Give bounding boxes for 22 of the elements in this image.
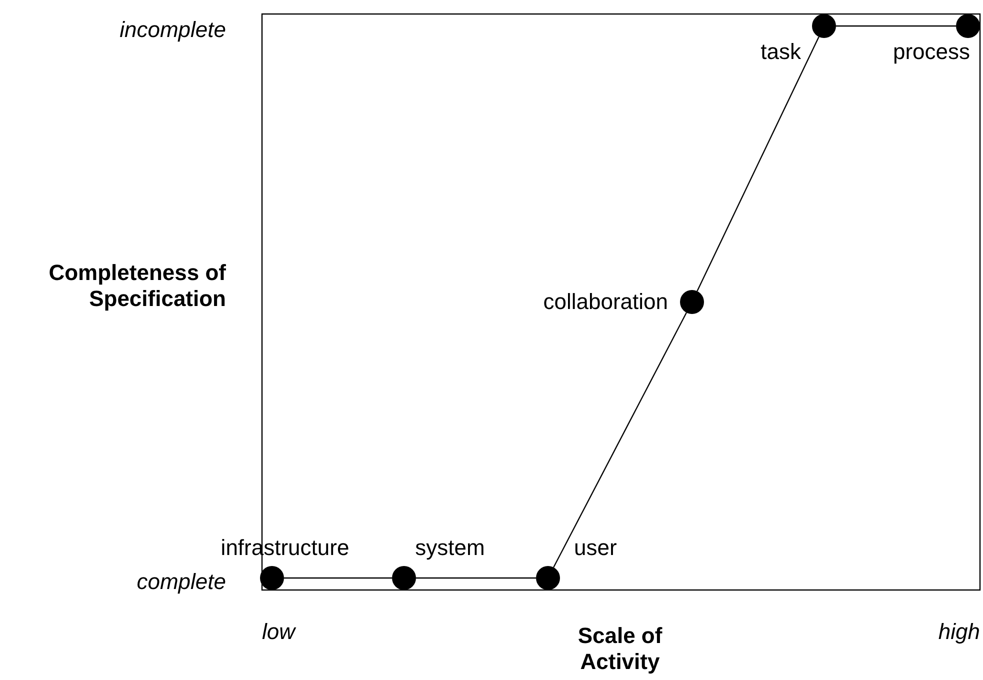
connector-line <box>836 25 956 27</box>
axis-end-label: incomplete <box>120 17 226 43</box>
axis-end-label: low <box>262 619 296 645</box>
point-label: system <box>415 535 485 561</box>
point-label: collaboration <box>543 289 668 315</box>
point-label: process <box>892 39 970 65</box>
data-point-dot <box>812 14 836 38</box>
data-point-dot <box>956 14 980 38</box>
axis-end-label: complete <box>136 569 226 595</box>
data-point-dot <box>260 566 284 590</box>
axis-title: Scale of Activity <box>576 623 664 675</box>
data-point-dot <box>680 290 704 314</box>
connector-line <box>416 577 536 579</box>
data-point-dot <box>536 566 560 590</box>
axis-title: Completeness of Specification <box>48 260 226 312</box>
data-point-dot <box>392 566 416 590</box>
point-label: user <box>574 535 617 561</box>
connector-line <box>553 312 687 568</box>
connector-line <box>284 577 392 579</box>
point-label: task <box>760 39 801 65</box>
connector-line <box>696 36 820 292</box>
axis-end-label: high <box>938 619 980 645</box>
